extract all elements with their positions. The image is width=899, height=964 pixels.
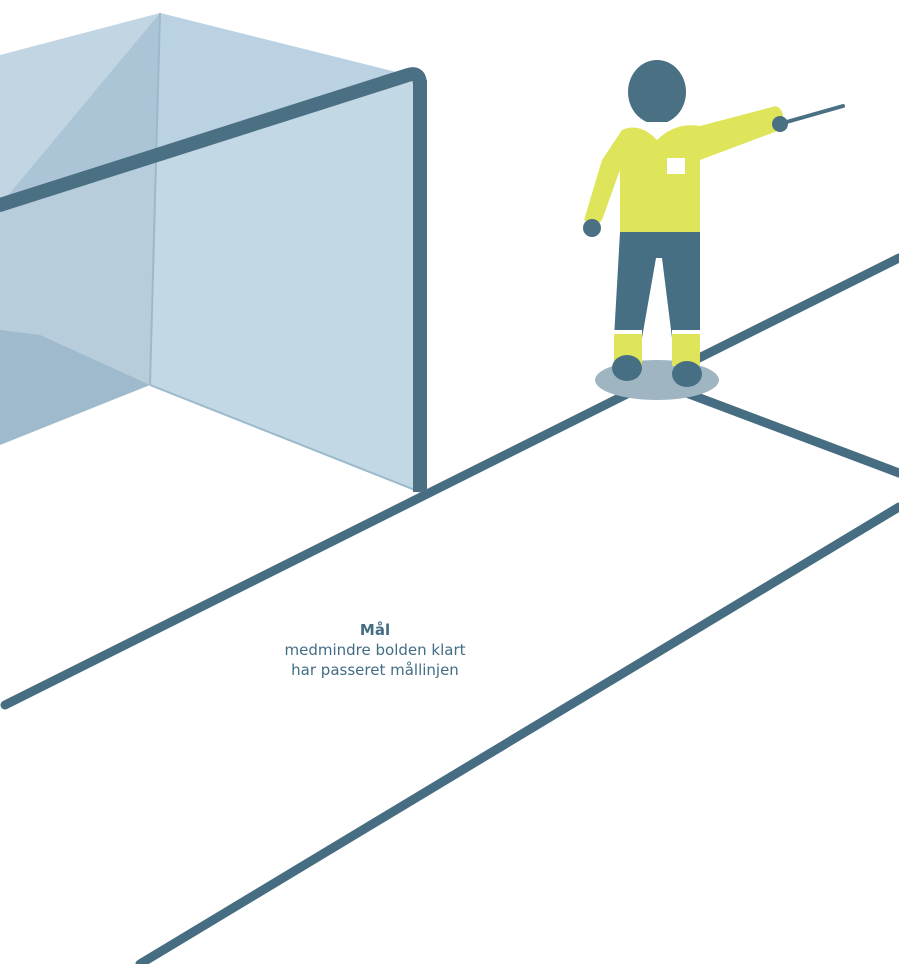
caption: Mål medmindre bolden klart har passeret … <box>225 620 525 680</box>
caption-line-1: medmindre bolden klart <box>225 640 525 660</box>
referee-right-hand <box>772 116 788 132</box>
referee-pocket <box>667 158 685 174</box>
referee-head <box>628 60 686 124</box>
goal-area-side-line <box>660 383 899 473</box>
flag-icon <box>783 106 843 123</box>
referee-left-shoe <box>612 355 642 381</box>
caption-title: Mål <box>225 620 525 640</box>
goal-icon <box>0 13 420 492</box>
referee-right-sock-stripe <box>672 330 700 334</box>
referee-left-sock-stripe <box>614 330 642 334</box>
referee-trousers <box>614 232 700 338</box>
referee-left-hand <box>583 219 601 237</box>
referee-right-shoe <box>672 361 702 387</box>
referee-right-sock <box>672 330 700 366</box>
caption-line-2: har passeret mållinjen <box>225 660 525 680</box>
